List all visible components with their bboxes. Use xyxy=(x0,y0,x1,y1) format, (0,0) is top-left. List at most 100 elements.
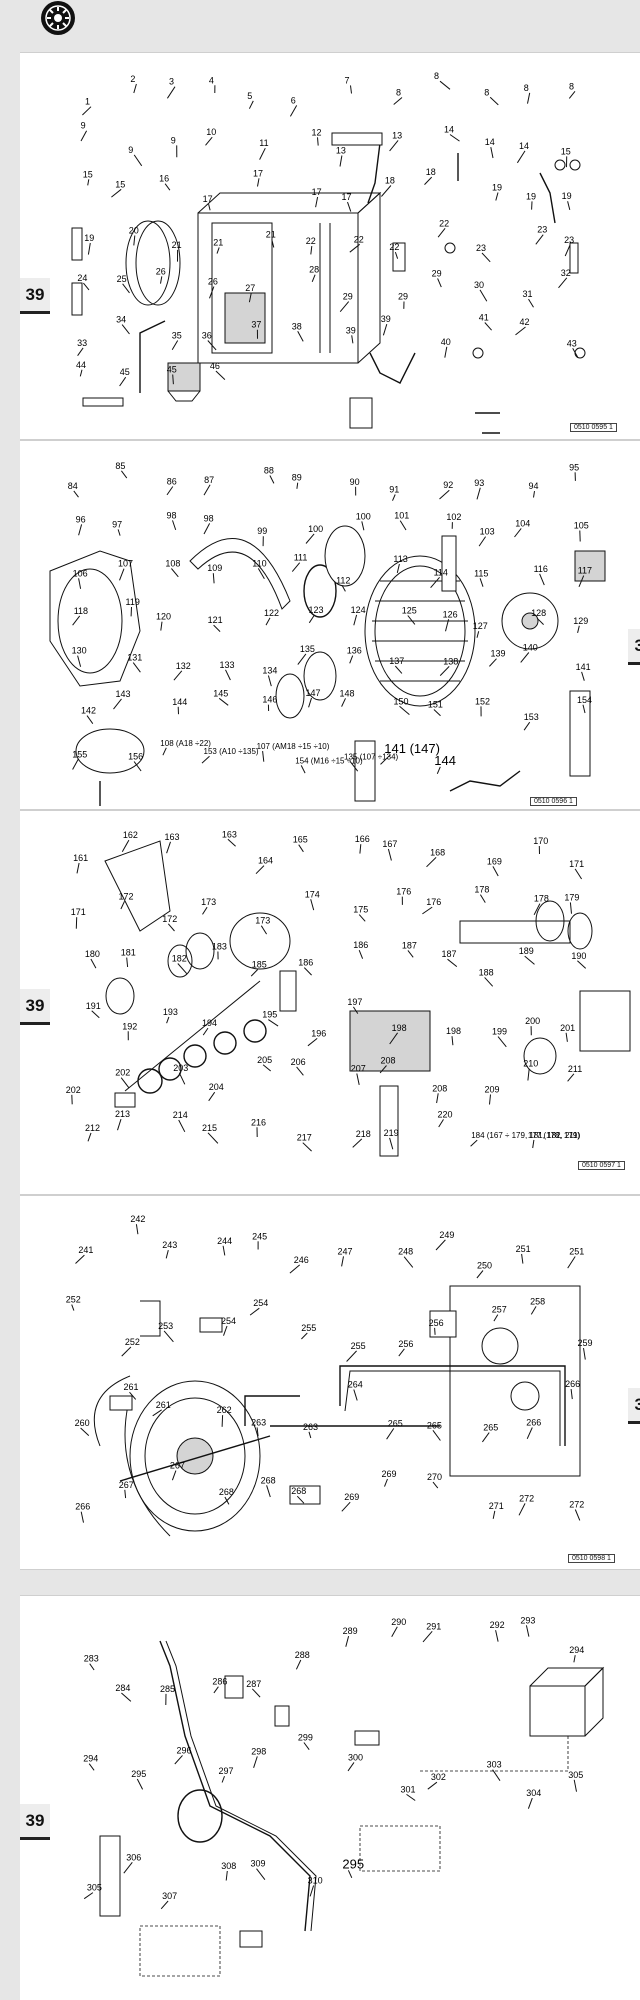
leader-line xyxy=(361,521,365,531)
part-number-label: 269 xyxy=(382,1469,397,1479)
part-number-label: 139 xyxy=(491,649,506,659)
leader-line xyxy=(80,1427,90,1436)
part-number-label: 22 xyxy=(439,218,449,228)
leader-line xyxy=(166,486,174,496)
part-number-label: 23 xyxy=(537,225,547,235)
part-number-label: 262 xyxy=(217,1405,232,1415)
part-number-label: 8 xyxy=(484,87,489,97)
part-number-label: 255 xyxy=(351,1341,366,1351)
part-number-label: 241 xyxy=(78,1245,93,1255)
part-number-label: 145 xyxy=(213,688,228,698)
part-number-label: 4 xyxy=(209,75,214,85)
part-number-label: 21 xyxy=(213,237,223,247)
part-number-label: 161 xyxy=(73,853,88,863)
part-number-label: 289 xyxy=(343,1626,358,1636)
part-number-label: 305 xyxy=(87,1883,102,1893)
leader-line xyxy=(135,1224,139,1235)
section-tab-label: 39 xyxy=(25,1810,45,1830)
part-number-label: 131 xyxy=(127,653,142,663)
part-number-label: 102 xyxy=(446,512,461,522)
leader-line xyxy=(492,1510,496,1519)
assembly-callout: 107 (AM18 ÷15 ÷10) xyxy=(257,742,330,751)
part-number-label: 195 xyxy=(262,1010,277,1020)
part-number-label: 208 xyxy=(381,1056,396,1066)
part-number-label: 24 xyxy=(77,273,87,283)
part-number-label: 245 xyxy=(252,1231,267,1241)
part-number-label: 34 xyxy=(116,315,126,325)
leader-line xyxy=(305,533,315,544)
part-number-label: 256 xyxy=(398,1339,413,1349)
part-number-label: 188 xyxy=(479,967,494,977)
part-number-label: 3 xyxy=(169,77,174,87)
part-number-label: 210 xyxy=(523,1059,538,1069)
part-number-label: 200 xyxy=(525,1016,540,1026)
part-number-label: 178 xyxy=(534,894,549,904)
section-tab-label: 39 xyxy=(635,636,640,656)
leader-line xyxy=(83,1892,94,1900)
leader-line xyxy=(407,615,416,625)
part-number-label: 301 xyxy=(401,1784,416,1794)
leader-line xyxy=(341,698,346,707)
leader-line xyxy=(296,482,299,489)
leader-line xyxy=(303,1742,310,1750)
leader-line xyxy=(353,1389,358,1401)
part-number-label: 198 xyxy=(446,1026,461,1036)
leader-line xyxy=(71,1304,75,1311)
part-number-label: 261 xyxy=(124,1382,139,1392)
part-number-label: 5 xyxy=(247,91,252,101)
part-number-label: 270 xyxy=(427,1472,442,1482)
leader-line xyxy=(271,239,275,248)
part-number-label: 9 xyxy=(81,121,86,131)
part-number-label: 266 xyxy=(565,1379,580,1389)
leader-line xyxy=(296,1495,305,1504)
leader-line xyxy=(521,1253,524,1264)
leader-line xyxy=(484,322,492,331)
part-number-label: 113 xyxy=(393,554,407,564)
part-number-label: 304 xyxy=(526,1788,541,1798)
leader-line xyxy=(178,1072,186,1085)
part-number-label: 306 xyxy=(126,1852,141,1862)
assembly-callout: 295 xyxy=(342,1856,364,1871)
leader-line xyxy=(212,573,215,584)
leader-line xyxy=(257,568,265,580)
leader-line xyxy=(341,1256,344,1267)
part-number-label: 291 xyxy=(426,1621,441,1631)
leader-line xyxy=(518,1503,526,1516)
leader-line xyxy=(449,134,460,142)
leader-line xyxy=(257,178,260,187)
leader-line xyxy=(444,346,448,358)
leader-line xyxy=(310,246,313,255)
leader-line xyxy=(160,276,163,284)
leader-line xyxy=(126,957,129,968)
part-number-label: 99 xyxy=(257,526,267,536)
part-number-label: 143 xyxy=(116,689,131,699)
part-number-label: 101 xyxy=(394,511,409,521)
part-number-label: 255 xyxy=(301,1323,316,1333)
part-number-label: 308 xyxy=(221,1861,236,1871)
leader-line xyxy=(133,83,137,94)
part-number-label: 265 xyxy=(483,1423,498,1433)
part-number-label: 9 xyxy=(171,135,176,145)
leader-line xyxy=(406,1793,416,1801)
leader-line xyxy=(525,1625,530,1637)
part-number-label: 197 xyxy=(347,997,362,1007)
part-number-label: 29 xyxy=(398,292,408,302)
leader-line xyxy=(289,1264,301,1274)
leader-line xyxy=(422,906,433,915)
part-number-label: 11 xyxy=(259,138,268,148)
leader-line xyxy=(152,1409,162,1417)
part-number-label: 148 xyxy=(340,688,355,698)
leader-line xyxy=(433,709,441,717)
part-number-label: 300 xyxy=(348,1752,363,1762)
leader-line xyxy=(341,585,346,592)
part-number-label: 17 xyxy=(253,168,263,178)
leader-line xyxy=(380,754,391,765)
leader-line xyxy=(164,183,171,191)
part-number-label: 120 xyxy=(156,612,171,622)
leader-line xyxy=(91,1010,100,1019)
part-number-label: 185 xyxy=(252,960,267,970)
part-number-label: 298 xyxy=(251,1746,266,1756)
